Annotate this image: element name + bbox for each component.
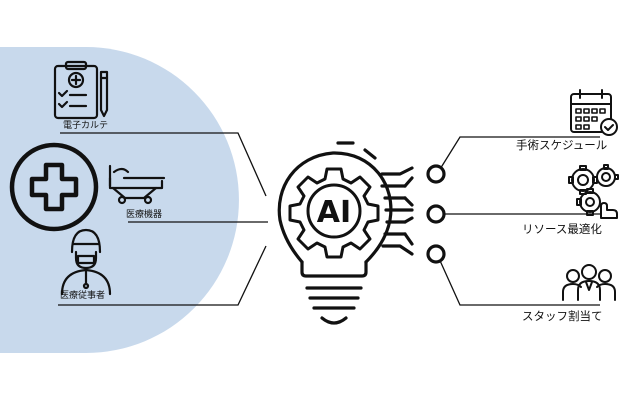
connector-emr [60,132,267,197]
ai-label: AI [317,195,351,230]
left-label-emr: 電子カルテ [63,121,109,131]
left-label-device: 医療機器 [126,210,163,220]
hospital-cross-icon [9,142,99,232]
doctor-icon [60,228,112,296]
connector-schedule [436,136,600,175]
connector-staffing [436,253,600,306]
staff-group-icon [562,264,616,301]
ai-gear-icon [288,167,380,259]
circuit-nodes [426,164,446,264]
hospital-bed-icon [108,164,166,205]
gears-icon [568,164,619,219]
calendar-check-icon [570,89,618,136]
connector-staff [58,245,267,306]
right-label-schedule: 手術スケジュール [516,138,608,152]
right-label-staffing: スタッフ割当て [522,309,603,323]
ai-lightbulb-gear-icon [277,141,414,325]
left-label-staff: 医療従事者 [60,291,106,301]
connector-lines [58,132,600,306]
right-label-resource: リソース最適化 [522,222,602,236]
medical-clipboard-icon [53,60,109,120]
